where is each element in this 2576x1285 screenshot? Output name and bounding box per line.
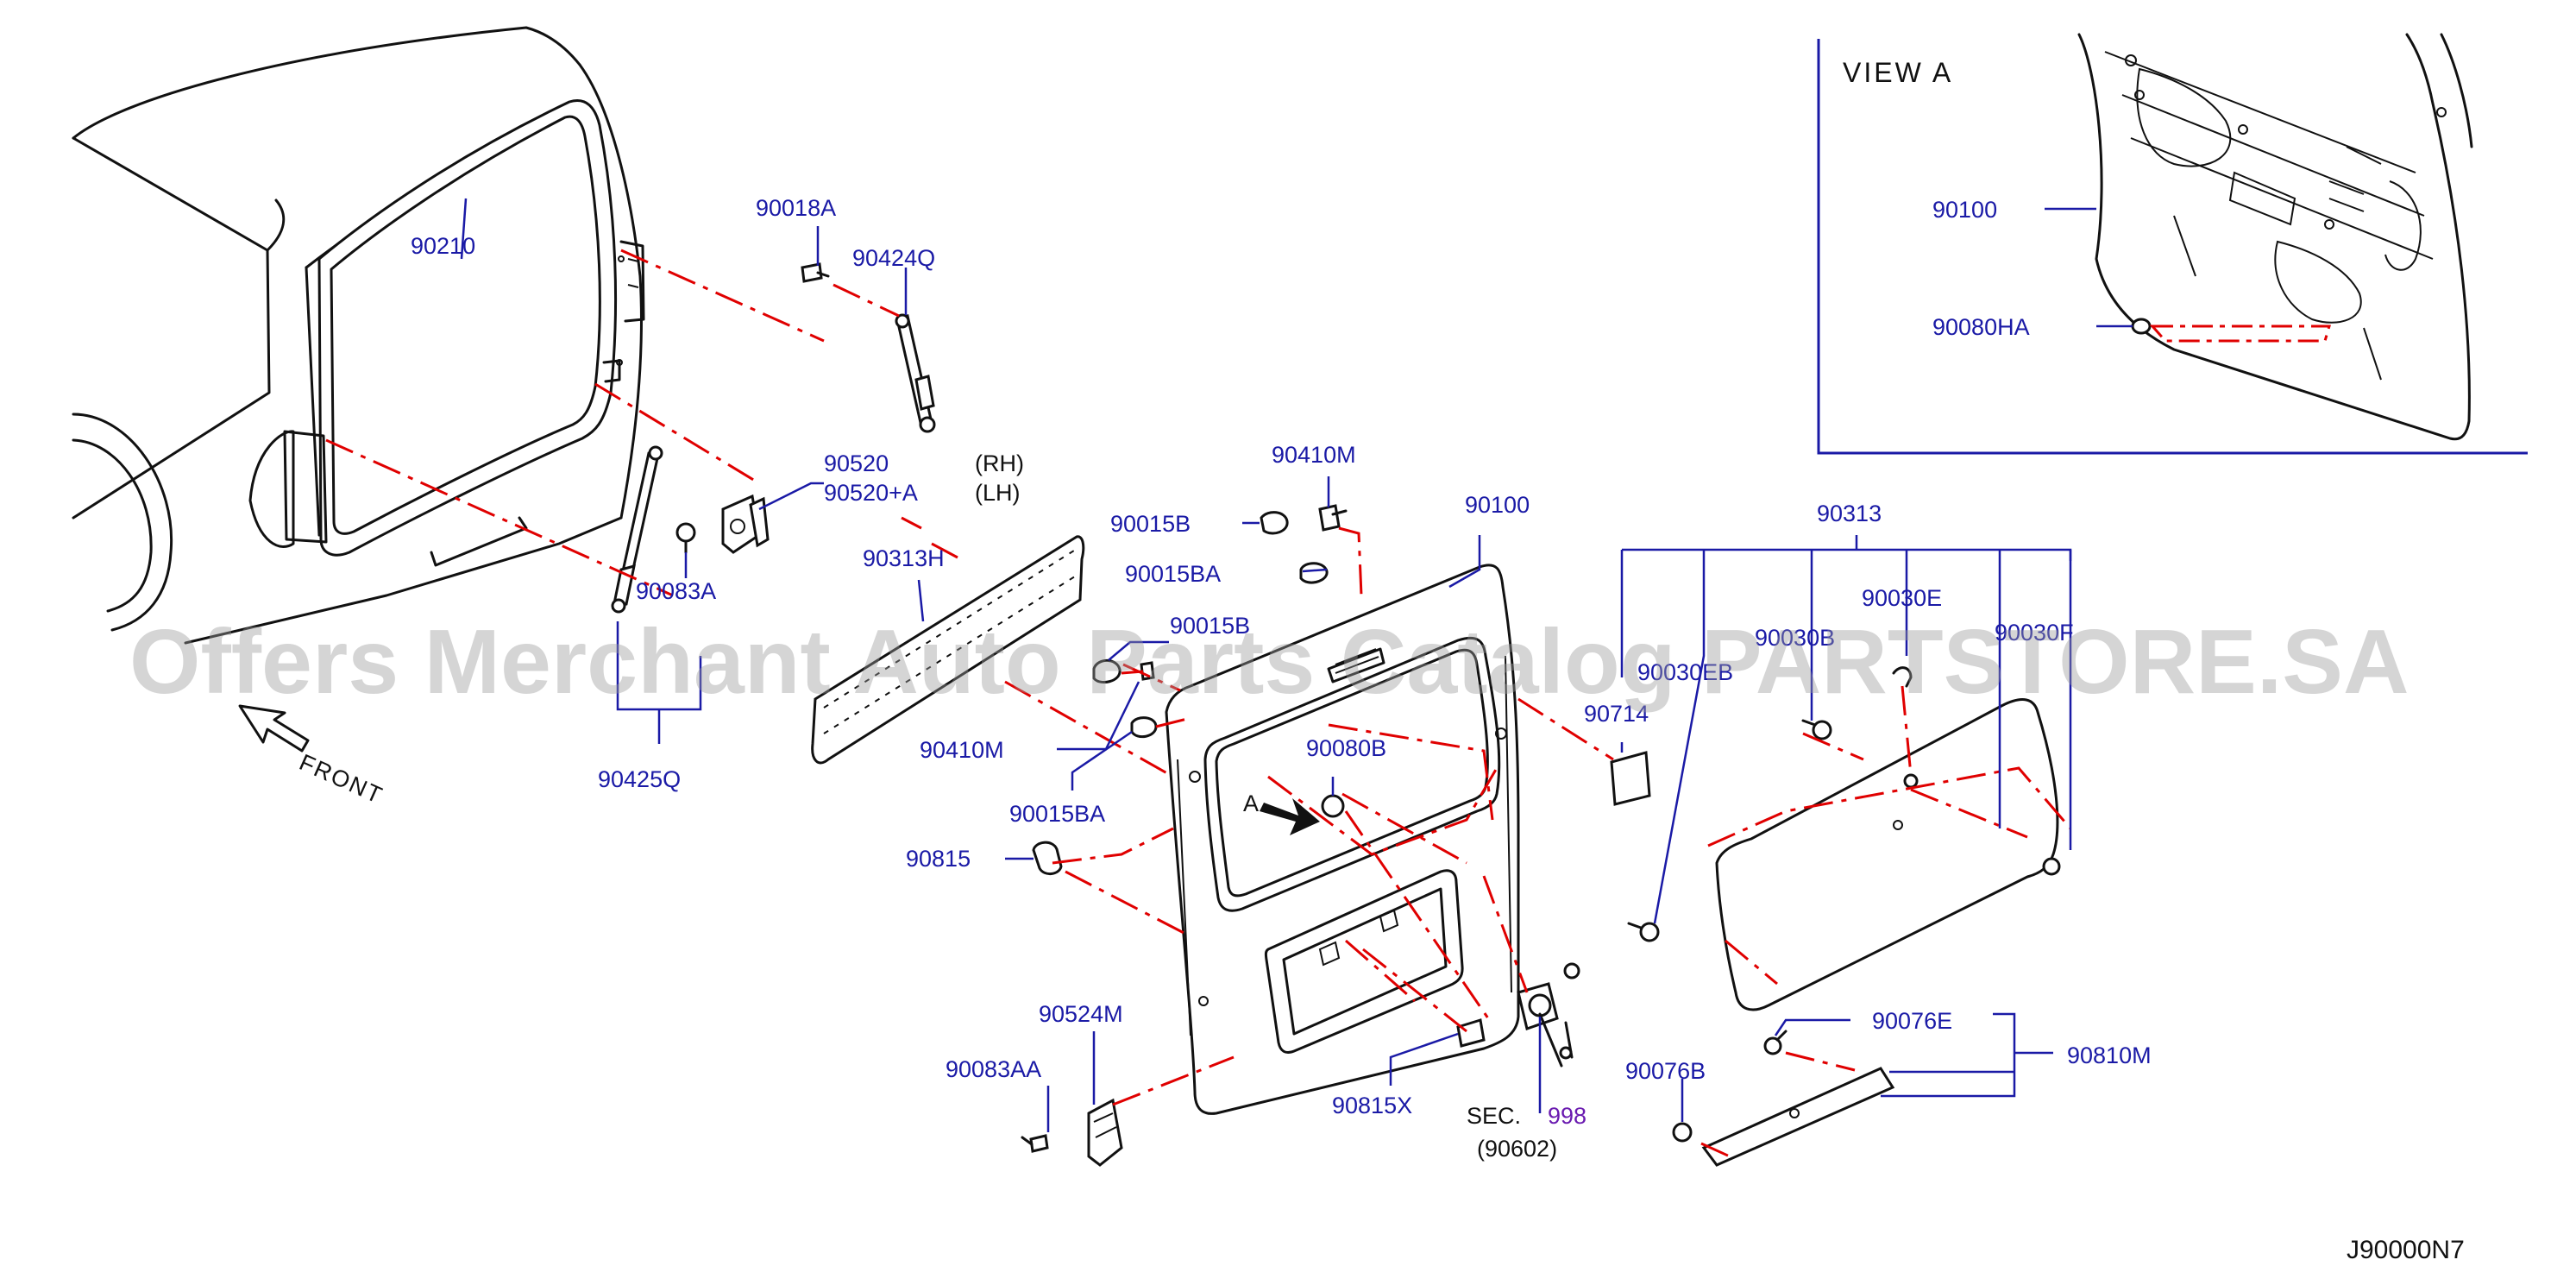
clip-90030EB — [1627, 922, 1660, 942]
label-90313H: 90313H — [863, 545, 945, 571]
clip-90076E — [1763, 1030, 1787, 1055]
label-90810M: 90810M — [2067, 1042, 2152, 1068]
label-90083A: 90083A — [636, 578, 716, 604]
label-90424Q: 90424Q — [852, 245, 935, 271]
label-90410M-top: 90410M — [1272, 442, 1356, 468]
latch-90524M — [1087, 1098, 1123, 1167]
guide-lines — [325, 249, 2072, 1158]
strut-90424Q — [895, 313, 936, 433]
clip-90076B — [1672, 1122, 1693, 1143]
label-90015BA-top: 90015BA — [1125, 561, 1221, 587]
label-90714: 90714 — [1584, 701, 1649, 727]
diagram-code: J90000N7 — [2347, 1236, 2465, 1264]
label-90030B: 90030B — [1755, 625, 1835, 651]
label-90030EB: 90030EB — [1637, 659, 1733, 685]
label-90100: 90100 — [1465, 492, 1530, 518]
label-90313: 90313 — [1817, 501, 1882, 526]
label-view-90080HA: 90080HA — [1932, 314, 2030, 340]
front-label: FRONT — [296, 749, 387, 809]
bumper-90015BA-low — [1130, 716, 1158, 739]
label-90520A: 90520+A — [824, 480, 918, 506]
clip-90030B — [1801, 719, 1832, 740]
label-rh: (RH) — [975, 450, 1024, 476]
clip-90030F — [2042, 857, 2061, 876]
label-90080B: 90080B — [1306, 735, 1386, 761]
grommet-90080B — [1321, 794, 1345, 818]
label-90076E: 90076E — [1872, 1008, 1952, 1034]
label-90083AA: 90083AA — [946, 1056, 1041, 1082]
pad-90714 — [1610, 751, 1651, 806]
label-90210: 90210 — [411, 233, 475, 259]
label-90015B-mid: 90015B — [1170, 613, 1250, 639]
label-90524M: 90524M — [1039, 1001, 1123, 1027]
bolt-90018A — [801, 262, 830, 283]
finisher-90313 — [1715, 698, 2059, 1011]
label-sec-num: 998 — [1548, 1103, 1586, 1129]
strut-90425Q — [611, 445, 663, 614]
hinge-90520 — [721, 494, 770, 554]
label-90030E: 90030E — [1862, 585, 1942, 611]
hinge-90410M-top — [1318, 504, 1348, 532]
label-90076B: 90076B — [1625, 1058, 1706, 1084]
view-a-arrow-icon — [1260, 798, 1320, 835]
label-sec: SEC. — [1467, 1103, 1521, 1129]
label-lh: (LH) — [975, 480, 1021, 506]
bolt-90083AA — [1021, 1134, 1049, 1153]
label-90018A: 90018A — [756, 195, 836, 221]
front-arrow-icon — [238, 704, 310, 753]
view-a-inset — [1817, 33, 2528, 455]
bumper-90015B-mid — [1092, 658, 1155, 683]
watermark: Offers Merchant Auto Parts Catalog PARTS… — [129, 611, 2410, 713]
clip-90030E — [1892, 666, 1913, 688]
label-view-90100: 90100 — [1932, 197, 1997, 223]
bumper-90015BA-top — [1299, 562, 1329, 584]
label-90030F: 90030F — [1995, 620, 2074, 646]
label-arrow-a: A — [1243, 791, 1259, 816]
view-a-title: VIEW A — [1843, 57, 1953, 88]
lock-cylinder-998 — [1517, 962, 1580, 1068]
cap-90815X — [1456, 1018, 1486, 1048]
label-90425Q: 90425Q — [598, 766, 681, 792]
label-90815X: 90815X — [1332, 1093, 1412, 1118]
part-labels: 90210 90018A 90424Q 90520 90520+A (RH) (… — [411, 57, 2465, 1264]
label-90015B-top: 90015B — [1110, 511, 1191, 537]
label-90520: 90520 — [824, 450, 889, 476]
label-90815: 90815 — [906, 846, 971, 872]
bumper-90815 — [1032, 841, 1063, 875]
bolt-90083A — [675, 522, 696, 554]
garnish-90810M — [1701, 1067, 1895, 1167]
trim-panel-90313H — [811, 535, 1085, 765]
label-90015BA-low: 90015BA — [1009, 801, 1105, 827]
label-90410M-left: 90410M — [920, 737, 1004, 763]
label-sec-sub: (90602) — [1477, 1136, 1557, 1162]
bumper-90015B-top — [1260, 511, 1289, 535]
leader-lines — [460, 198, 2072, 1132]
vehicle-body — [72, 26, 645, 645]
